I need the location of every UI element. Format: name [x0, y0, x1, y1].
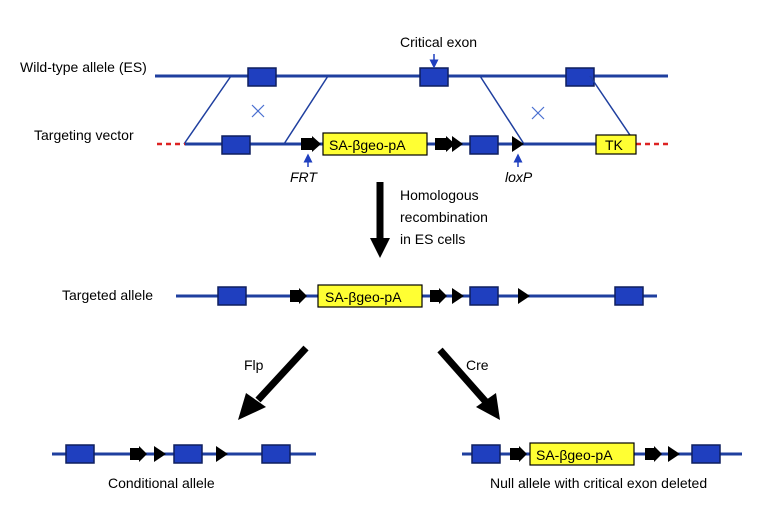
homology-line-3	[479, 75, 525, 145]
vector-critical-exon	[469, 135, 499, 155]
targeted-sa-bgeo-label: SA-βgeo-pA	[325, 289, 402, 305]
flp-arrow-shaft	[255, 345, 309, 403]
conditional-critical-exon	[173, 444, 203, 464]
targeted-exon-3	[614, 286, 644, 306]
vector-exon-1	[221, 135, 251, 155]
conditional-exon-3	[261, 444, 291, 464]
null-frt-arrowhead	[519, 446, 527, 462]
conditional-loxp-site-1	[154, 446, 166, 462]
targeted-loxp-site-1	[452, 288, 464, 304]
homology-arms	[183, 75, 637, 145]
vector-frt-arrowhead-2	[446, 136, 455, 152]
cre-label: Cre	[466, 357, 489, 373]
cre-arrow-shaft	[437, 347, 489, 405]
frt-label: FRT	[290, 169, 318, 185]
null-allele: SA-βgeo-pA	[462, 442, 742, 466]
targeting-vector-label: Targeting vector	[34, 127, 134, 143]
targeted-allele-label: Targeted allele	[62, 287, 153, 303]
wild-type-critical-exon	[419, 67, 449, 87]
null-sa-bgeo-label: SA-βgeo-pA	[536, 447, 613, 463]
null-frt-site-2	[645, 448, 654, 460]
conditional-allele	[52, 444, 316, 464]
conditional-frt-site	[130, 448, 139, 460]
flp-arrow-head	[238, 393, 266, 420]
vector-tk-label: TK	[605, 137, 624, 153]
null-frt-site	[510, 448, 519, 460]
conditional-loxp-site-2	[216, 446, 228, 462]
targeted-loxp-site-2	[518, 288, 530, 304]
null-allele-label: Null allele with critical exon deleted	[490, 475, 707, 491]
critical-exon-label: Critical exon	[400, 34, 477, 50]
targeted-allele: SA-βgeo-pA	[176, 284, 657, 308]
cre-arrow-head	[476, 393, 500, 420]
null-exon-3	[691, 444, 721, 464]
conditional-exon-1	[65, 444, 95, 464]
homologous-label-line-3: in ES cells	[400, 231, 465, 247]
null-frt-arrowhead-2	[654, 446, 662, 462]
targeted-sa-bgeo-cassette	[317, 284, 423, 308]
vector-tk-cassette	[595, 134, 637, 155]
conditional-frt-arrowhead	[139, 446, 147, 462]
vector-frt-site-2	[435, 138, 446, 150]
targeting-vector: SA-βgeo-pA TK	[157, 132, 670, 156]
vector-loxp-site-2	[512, 136, 524, 152]
homology-line-1	[183, 75, 232, 145]
null-exon-1	[471, 444, 501, 464]
homologous-label-line-1: Homologous	[400, 187, 479, 203]
homology-line-2	[283, 75, 329, 145]
null-sa-bgeo-cassette	[529, 442, 635, 466]
wild-type-allele	[155, 67, 668, 87]
vector-sa-bgeo-cassette	[322, 132, 428, 156]
conditional-allele-label: Conditional allele	[108, 475, 215, 491]
targeted-frt-arrowhead	[299, 288, 307, 304]
targeted-frt-site-2	[430, 290, 439, 302]
vector-sa-bgeo-label: SA-βgeo-pA	[329, 137, 406, 153]
vector-frt-arrowhead	[312, 136, 321, 152]
crossover-mark-left	[251, 104, 265, 118]
wild-type-label: Wild-type allele (ES)	[20, 59, 147, 75]
homologous-recombination-arrow-head	[370, 238, 390, 258]
loxp-label: loxP	[505, 169, 533, 185]
targeted-exon-1	[217, 286, 247, 306]
wild-type-exon-1	[247, 67, 277, 87]
targeted-frt-arrowhead-2	[439, 288, 447, 304]
targeted-critical-exon	[469, 286, 499, 306]
homology-line-4	[589, 75, 637, 145]
vector-frt-site	[301, 138, 312, 150]
flp-label: Flp	[244, 357, 264, 373]
targeted-frt-site	[290, 290, 299, 302]
homologous-label-line-2: recombination	[400, 209, 488, 225]
wild-type-exon-3	[565, 67, 595, 87]
crossover-mark-right	[531, 106, 545, 120]
vector-loxp-site-1	[452, 136, 463, 152]
null-loxp-site	[668, 446, 680, 462]
